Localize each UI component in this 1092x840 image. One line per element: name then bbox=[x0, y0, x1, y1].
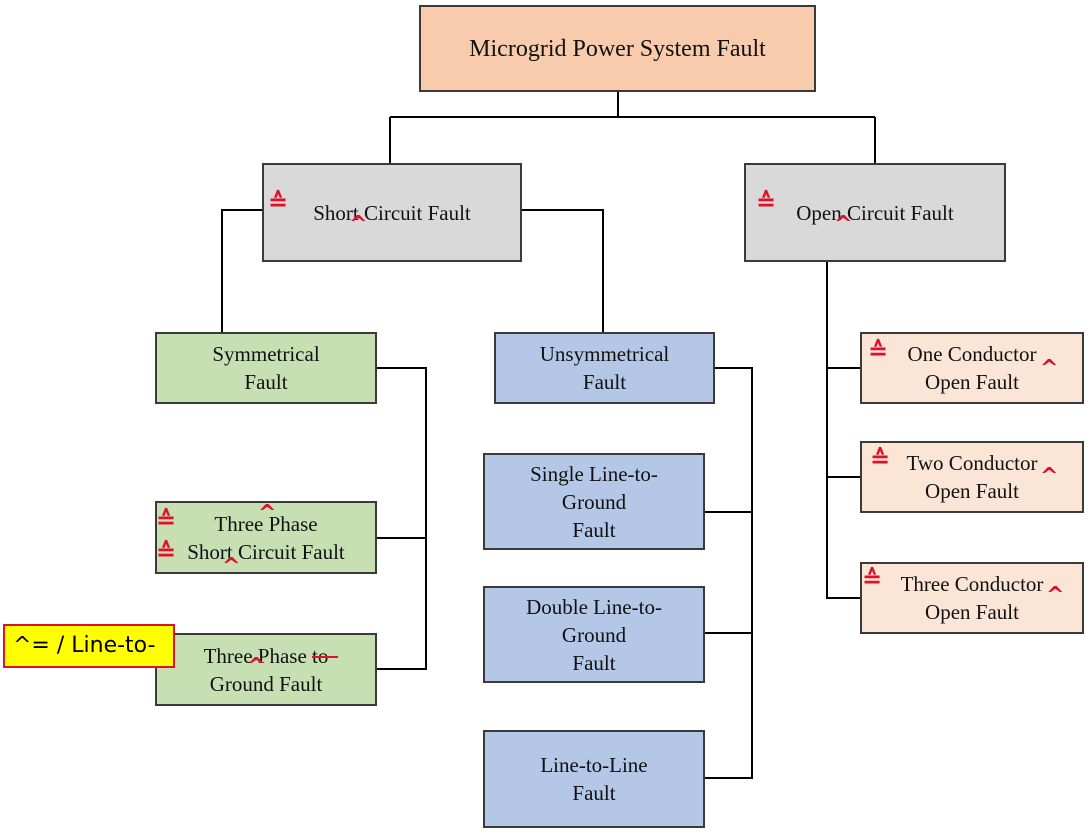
root-node: Microgrid Power System Fault bbox=[419, 5, 816, 92]
connector-symmetrical-bus bbox=[377, 367, 427, 670]
connector-short-unsymmetrical bbox=[522, 209, 604, 332]
one-conductor-line2: Open Fault bbox=[925, 370, 1019, 394]
open-circuit-label: Open Circuit Fault bbox=[796, 200, 954, 225]
strikethrough-mark bbox=[312, 656, 338, 658]
symmetrical-node: Symmetrical Fault bbox=[155, 332, 377, 404]
short-circuit-node: Short Circuit Fault bbox=[262, 163, 522, 262]
line-to-line-line1: Line-to-Line bbox=[540, 753, 648, 777]
single-line-ground-line3: Fault bbox=[572, 517, 616, 542]
double-line-ground-node: Double Line-to- Ground Fault bbox=[483, 586, 705, 683]
three-phase-short-node: Three Phase Short Circuit Fault bbox=[155, 501, 377, 574]
double-line-ground-line1: Double Line-to- bbox=[526, 594, 662, 619]
single-line-ground-line1: Single Line-to- bbox=[530, 461, 658, 486]
short-circuit-label: Short Circuit Fault bbox=[313, 200, 471, 225]
connector-short-symmetrical bbox=[221, 209, 262, 332]
three-phase-ground-node: Three Phase to Ground Fault bbox=[155, 633, 377, 706]
annotation-note: ^= / Line-to- bbox=[3, 624, 175, 668]
double-line-ground-line2: Ground bbox=[561, 622, 627, 647]
one-conductor-line1: One Conductor bbox=[907, 342, 1037, 366]
unsymmetrical-line1: Unsymmetrical bbox=[539, 342, 670, 366]
connector-open-bus bbox=[826, 262, 860, 599]
three-conductor-line2: Open Fault bbox=[925, 600, 1019, 624]
three-conductor-node: Three Conductor Open Fault bbox=[860, 562, 1084, 634]
three-phase-ground-line1: Three Phase to bbox=[203, 643, 329, 668]
single-line-ground-line2: Ground bbox=[561, 489, 627, 514]
single-line-ground-node: Single Line-to- Ground Fault bbox=[483, 453, 705, 550]
unsymmetrical-line2: Fault bbox=[582, 370, 627, 394]
line-to-line-line2: Fault bbox=[572, 781, 616, 805]
three-conductor-line1: Three Conductor bbox=[900, 572, 1044, 596]
unsymmetrical-node: Unsymmetrical Fault bbox=[494, 332, 715, 404]
three-phase-ground-line2: Ground Fault bbox=[209, 671, 323, 696]
two-conductor-line2: Open Fault bbox=[925, 479, 1019, 503]
double-line-ground-line3: Fault bbox=[572, 650, 616, 675]
line-to-line-node: Line-to-Line Fault bbox=[483, 730, 705, 828]
three-phase-short-line1: Three Phase bbox=[214, 511, 318, 536]
symmetrical-line2: Fault bbox=[244, 370, 288, 394]
root-label: Microgrid Power System Fault bbox=[469, 35, 766, 62]
connector-unsymmetrical-bus bbox=[705, 367, 753, 779]
symmetrical-line1: Symmetrical bbox=[212, 342, 320, 366]
two-conductor-node: Two Conductor Open Fault bbox=[860, 441, 1084, 513]
open-circuit-node: Open Circuit Fault bbox=[744, 163, 1006, 262]
two-conductor-line1: Two Conductor bbox=[906, 451, 1038, 475]
three-phase-short-line2: Short Circuit Fault bbox=[187, 539, 345, 564]
one-conductor-node: One Conductor Open Fault bbox=[860, 332, 1084, 404]
